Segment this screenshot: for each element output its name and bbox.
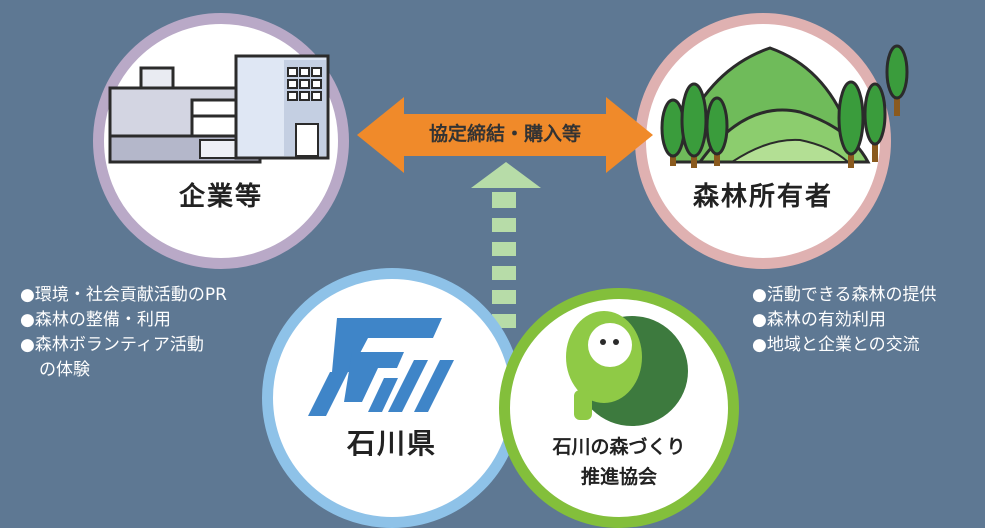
forest-mascot-icon xyxy=(566,311,688,426)
company-benefit-item: ●森林の整備・利用 xyxy=(20,310,171,330)
company-benefit-item: ●森林ボランティア活動 xyxy=(20,335,204,355)
company-benefit-item: ●環境・社会貢献活動のPR xyxy=(20,285,227,305)
prefecture-label: 石川県 xyxy=(346,427,437,460)
agreement-arrow xyxy=(357,97,653,173)
forest-owner-benefits-list: ●活動できる森林の提供 ●森林の有効利用 ●地域と企業との交流 xyxy=(752,283,982,358)
company-benefit-item: の体験 xyxy=(39,360,90,380)
association-label: 石川の森づくり 推進協会 xyxy=(499,432,739,492)
association-label-line2: 推進協会 xyxy=(580,466,657,488)
office-buildings-icon xyxy=(108,54,330,164)
agreement-arrow-label: 協定締結・購入等 xyxy=(428,123,581,145)
owner-benefit-item: ●地域と企業との交流 xyxy=(752,335,920,355)
ishikawa-emblem-icon xyxy=(308,318,454,416)
company-benefits-list: ●環境・社会貢献活動のPR ●森林の整備・利用 ●森林ボランティア活動 の体験 xyxy=(20,283,290,383)
owner-benefit-item: ●森林の有効利用 xyxy=(752,310,886,330)
support-arrow xyxy=(471,162,541,328)
diagram-graphics xyxy=(108,44,909,328)
company-label: 企業等 xyxy=(178,182,263,212)
forest-icon xyxy=(660,44,909,168)
association-label-line1: 石川の森づくり xyxy=(552,436,686,458)
lower-graphics xyxy=(308,311,688,426)
owner-benefit-item: ●活動できる森林の提供 xyxy=(752,285,937,305)
forest-owner-label: 森林所有者 xyxy=(692,182,833,212)
